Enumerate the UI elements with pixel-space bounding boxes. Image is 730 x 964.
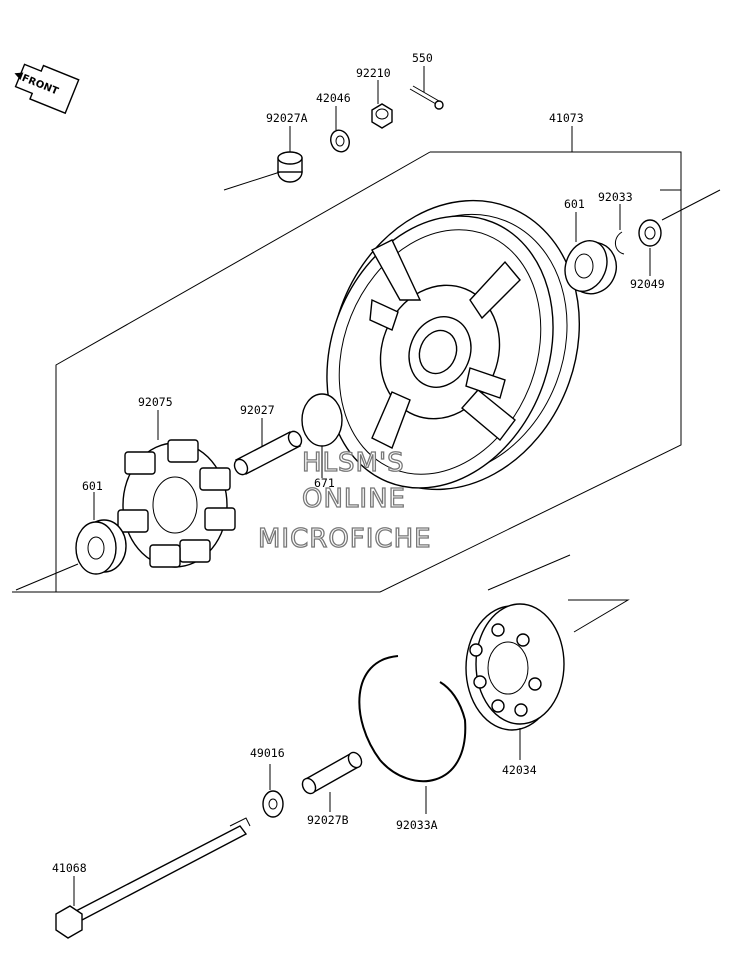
label-92027: 92027 xyxy=(240,403,275,417)
circlip-92033A xyxy=(358,655,467,783)
nut-92210 xyxy=(371,103,393,129)
collar-92027 xyxy=(233,430,303,476)
watermark-line-3: MICROFICHE xyxy=(258,524,432,554)
coupling-42034 xyxy=(465,603,565,731)
watermark-line-2: ONLINE xyxy=(302,484,406,514)
label-49016: 49016 xyxy=(250,746,285,760)
rear-wheel-rim xyxy=(326,199,581,491)
seal-92049 xyxy=(638,219,662,247)
label-92049: 92049 xyxy=(630,277,665,291)
label-92033A: 92033A xyxy=(396,818,438,832)
washer-42046 xyxy=(330,129,350,153)
axle-41068 xyxy=(55,817,251,939)
bearing-601-right xyxy=(564,240,617,295)
label-92075: 92075 xyxy=(138,395,173,409)
label-601-left: 601 xyxy=(82,479,103,493)
label-92027A: 92027A xyxy=(266,111,308,125)
collar-92027B xyxy=(301,751,363,795)
label-92027B: 92027B xyxy=(307,813,349,827)
damper-92075 xyxy=(117,439,236,568)
cotter-pin-550 xyxy=(409,85,444,110)
label-41068: 41068 xyxy=(52,861,87,875)
label-601-top: 601 xyxy=(564,197,585,211)
collar-92027A xyxy=(277,151,303,183)
washer-49016 xyxy=(262,790,284,818)
label-92033: 92033 xyxy=(598,190,633,204)
label-671: 671 xyxy=(314,476,335,490)
label-550: 550 xyxy=(412,51,433,65)
bearing-601-left xyxy=(75,519,127,575)
circlip-92033 xyxy=(615,231,625,255)
front-arrow-icon: FRONT xyxy=(14,63,80,115)
o-ring-671 xyxy=(301,393,343,447)
label-42034: 42034 xyxy=(502,763,537,777)
label-92210: 92210 xyxy=(356,66,391,80)
front-arrow-label: FRONT xyxy=(20,73,60,98)
watermark-line-1: HLSM'S xyxy=(302,448,405,478)
label-42046: 42046 xyxy=(316,91,351,105)
label-41073: 41073 xyxy=(549,111,584,125)
